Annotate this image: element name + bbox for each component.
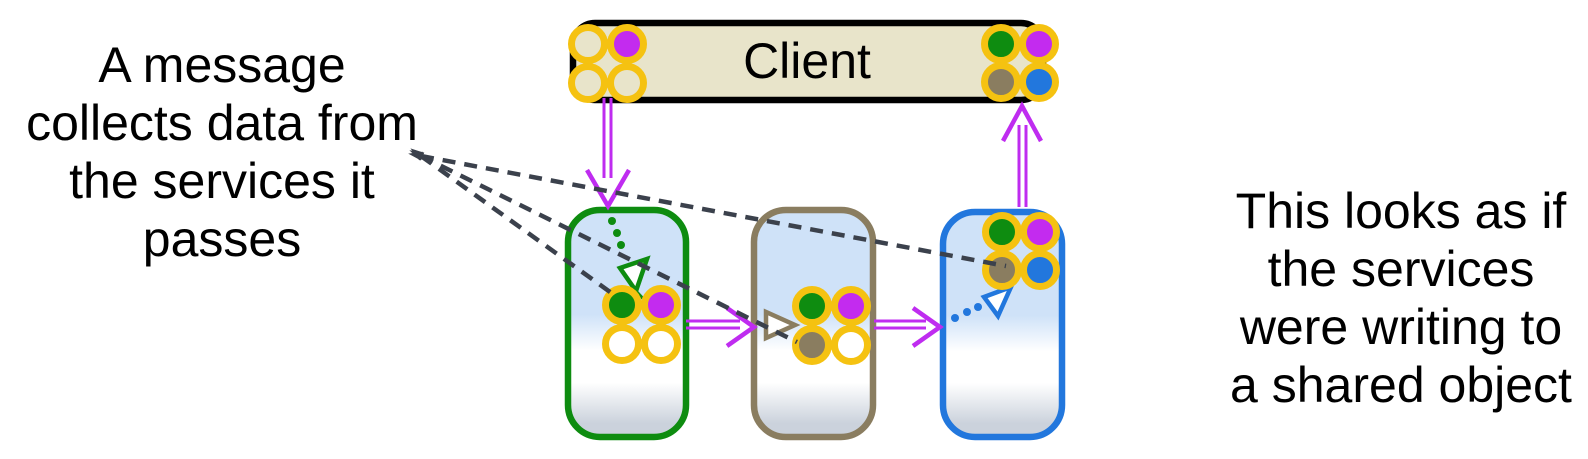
callout-line-to-middle-cluster [409, 150, 798, 345]
green-entry-arrowhead-icon [616, 255, 651, 296]
cluster-service-green [602, 285, 681, 364]
right-annotation: This looks as if the services were writi… [1230, 183, 1572, 413]
callout-line-to-green-cluster [410, 148, 619, 299]
cluster-service-middle [792, 286, 871, 365]
callout-line-to-blue-cluster [408, 151, 1007, 269]
left-annotation: A message collects data from the service… [26, 37, 418, 267]
client-label: Client [743, 33, 871, 89]
arrow-middle-to-blue [874, 306, 944, 348]
blue-message-exit-arrow [951, 283, 1016, 322]
blue-exit-arrowhead-icon [980, 283, 1016, 321]
arrow-blue-to-client [1001, 101, 1043, 207]
arrow-client-to-green [585, 98, 631, 211]
cluster-client-outgoing [568, 24, 647, 103]
cluster-client-incoming [981, 24, 1059, 102]
